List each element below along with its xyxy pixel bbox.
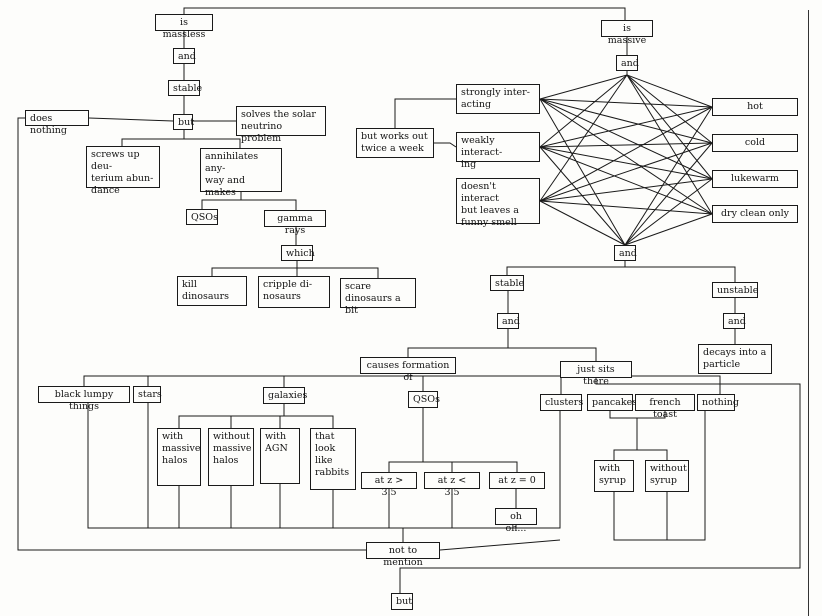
connector [201,199,297,210]
is-massless-node: is massless [155,14,213,40]
connector [613,411,706,541]
connector [211,267,379,278]
bottom-bus [87,403,561,529]
does-nothing-node: does nothing [25,110,89,136]
stable-node-1: stable [168,80,202,96]
web-line [539,106,713,148]
with-massive-halos-node: with massive halos [157,428,201,486]
web-line [626,74,713,144]
but-node-1: but [173,114,194,130]
but-node-2: but [391,593,413,610]
galaxies-node: galaxies [263,387,307,404]
causes-formation-node: causes formation of [360,357,456,383]
and-node-5: and [723,313,746,329]
doesnt-interact-node: doesn't interact but leaves a funny smel… [456,178,540,228]
web-line [624,142,713,246]
web-line [539,142,713,148]
connector [121,138,241,148]
black-lumpy-things-node: black lumpy things [38,386,130,412]
z-zero-node: at z = 0 [489,472,545,489]
oh-oh-node: oh oh... [495,508,537,534]
kill-dinosaurs-node: kill dinosaurs [177,276,247,306]
web-line [539,74,628,202]
just-sits-loop [399,378,801,593]
screws-up-deuterium-node: screws up deu- terium abun- dance [86,146,160,196]
web-line [539,200,626,246]
does-nothing-loop [17,117,366,551]
solves-solar-neutrino-node: solves the solar neutrino problem [236,106,326,144]
annihilates-node: annihilates any- way and makes [200,148,282,198]
gamma-rays-node: gamma rays [264,210,326,236]
dry-clean-only-node: dry clean only [712,205,798,223]
and-node-4: and [497,313,520,329]
french-toast-node: french toast [635,394,695,420]
page-edge-rule [808,10,809,616]
nothing-node: nothing [697,394,739,411]
web-line [539,98,713,180]
web-line [539,98,713,108]
scare-dinosaurs-node: scare dinosaurs a bit [340,278,416,316]
web-line [539,74,628,100]
connector [506,266,736,282]
with-syrup-node: with syrup [594,460,634,492]
look-like-rabbits-node: that look like rabbits [310,428,356,490]
weakly-interacting-node: weakly interact- ing [456,132,540,170]
and-node-2: and [616,55,639,71]
qsos-node-2: QSOs [408,391,440,408]
is-massive-node: is massive [601,20,653,46]
web-line [539,98,713,215]
works-out-twice-node: but works out twice a week [356,128,434,158]
web-line [539,106,713,202]
pancakes-node: pancakes [587,394,637,411]
connector [388,461,518,472]
web-line [624,178,713,246]
without-massive-halos-node: without massive halos [208,428,254,486]
web-line [539,200,713,215]
and-node-3: and [614,245,637,261]
web-line [539,98,626,246]
without-syrup-node: without syrup [645,460,689,492]
connector [613,449,668,460]
web-line [539,146,626,246]
web-line [539,98,713,144]
web-line [626,74,713,215]
cold-node: cold [712,134,798,152]
web-line [539,178,713,202]
qsos-node-1: QSOs [186,209,218,225]
which-node: which [281,245,315,261]
lukewarm-node: lukewarm [712,170,798,188]
unstable-node: unstable [712,282,758,298]
z-less-node: at z < 3.5 [424,472,480,498]
z-greater-node: at z > 3.5 [361,472,417,498]
stable-node-2: stable [490,275,524,291]
with-agn-node: with AGN [260,428,300,484]
clusters-node: clusters [540,394,583,411]
works-out-arrow [434,142,457,148]
cripple-dinosaurs-node: cripple di- nosaurs [258,276,330,308]
decays-into-particle-node: decays into a particle [698,344,772,374]
stars-node: stars [133,386,162,403]
strongly-interacting-node: strongly inter- acting [456,84,540,114]
connector [178,415,334,428]
connector [439,539,561,551]
and-node-1: and [173,48,196,64]
web-line [624,106,713,246]
just-sits-there-node: just sits there [560,361,632,387]
not-to-mention-node: not to mention [366,542,440,568]
connector [394,98,456,128]
hot-node: hot [712,98,798,116]
top-bracket [183,7,626,20]
web-line [624,213,713,246]
connector [88,117,174,122]
web-line [626,74,713,180]
connector [407,347,597,361]
web-line [539,146,713,215]
web-line [539,74,628,148]
formation-bus [83,375,721,394]
web-line [626,74,713,108]
web-line [539,146,713,180]
